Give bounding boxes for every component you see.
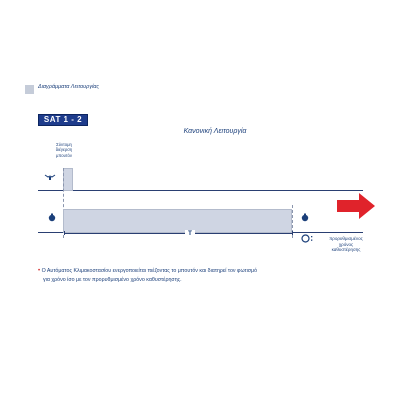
button-pulse [63, 168, 73, 191]
description-line-1: • Ο Αυτόματος Κλιμακοστασίου ενεργοποιεί… [38, 267, 338, 276]
delay-annotation-line: καθυστέρησης [331, 247, 361, 253]
end-guide-line [292, 205, 293, 238]
button-annotation-line: διέγερση [55, 147, 73, 153]
lamp-signal-baseline [38, 232, 64, 233]
push-button-icon [44, 173, 56, 181]
section-title: Διαγράμματα Λειτουργίας [38, 84, 100, 90]
lamp-bulb-icon [301, 213, 309, 223]
diagram-title: Κανονική Λειτουργία [183, 128, 247, 135]
model-badge: SAT 1 - 2 [38, 114, 88, 126]
description-line-2: για χρόνο ίσο με τον προρυθμισμένο χρόνο… [38, 276, 338, 285]
description: • Ο Αυτόματος Κλιμακοστασίου ενεργοποιεί… [38, 267, 338, 285]
bullet-icon: • [38, 268, 41, 274]
button-signal-baseline-after [73, 190, 363, 191]
button-annotation-line: Σύντομη [56, 142, 72, 147]
section-marker [25, 85, 34, 94]
delay-annotation-line: χρόνος [338, 241, 354, 247]
button-signal-baseline [38, 190, 66, 191]
button-annotation: Σύντομη διέγερση μπουτόν [45, 142, 83, 158]
duration-label: T [185, 230, 195, 237]
lamp-bulb-icon [48, 213, 56, 223]
duration-tick-end [292, 231, 293, 235]
start-guide-line [63, 168, 64, 238]
lamp-signal-baseline-after [292, 232, 363, 233]
timer-icon [301, 234, 313, 243]
delay-annotation: προρυθμισμένος χρόνος καθυστέρησης [316, 236, 376, 253]
red-arrow-icon [337, 193, 375, 219]
description-text-2: για χρόνο ίσο με τον προρυθμισμένο χρόνο… [43, 277, 182, 283]
description-text-1: Ο Αυτόματος Κλιμακοστασίου ενεργοποιείτα… [41, 268, 258, 274]
delay-annotation-line: προρυθμισμένος [329, 236, 363, 241]
lamp-on-bar [63, 209, 292, 233]
duration-line [64, 233, 293, 234]
button-annotation-line: μπουτόν [56, 152, 72, 158]
duration-tick-start [64, 231, 65, 235]
